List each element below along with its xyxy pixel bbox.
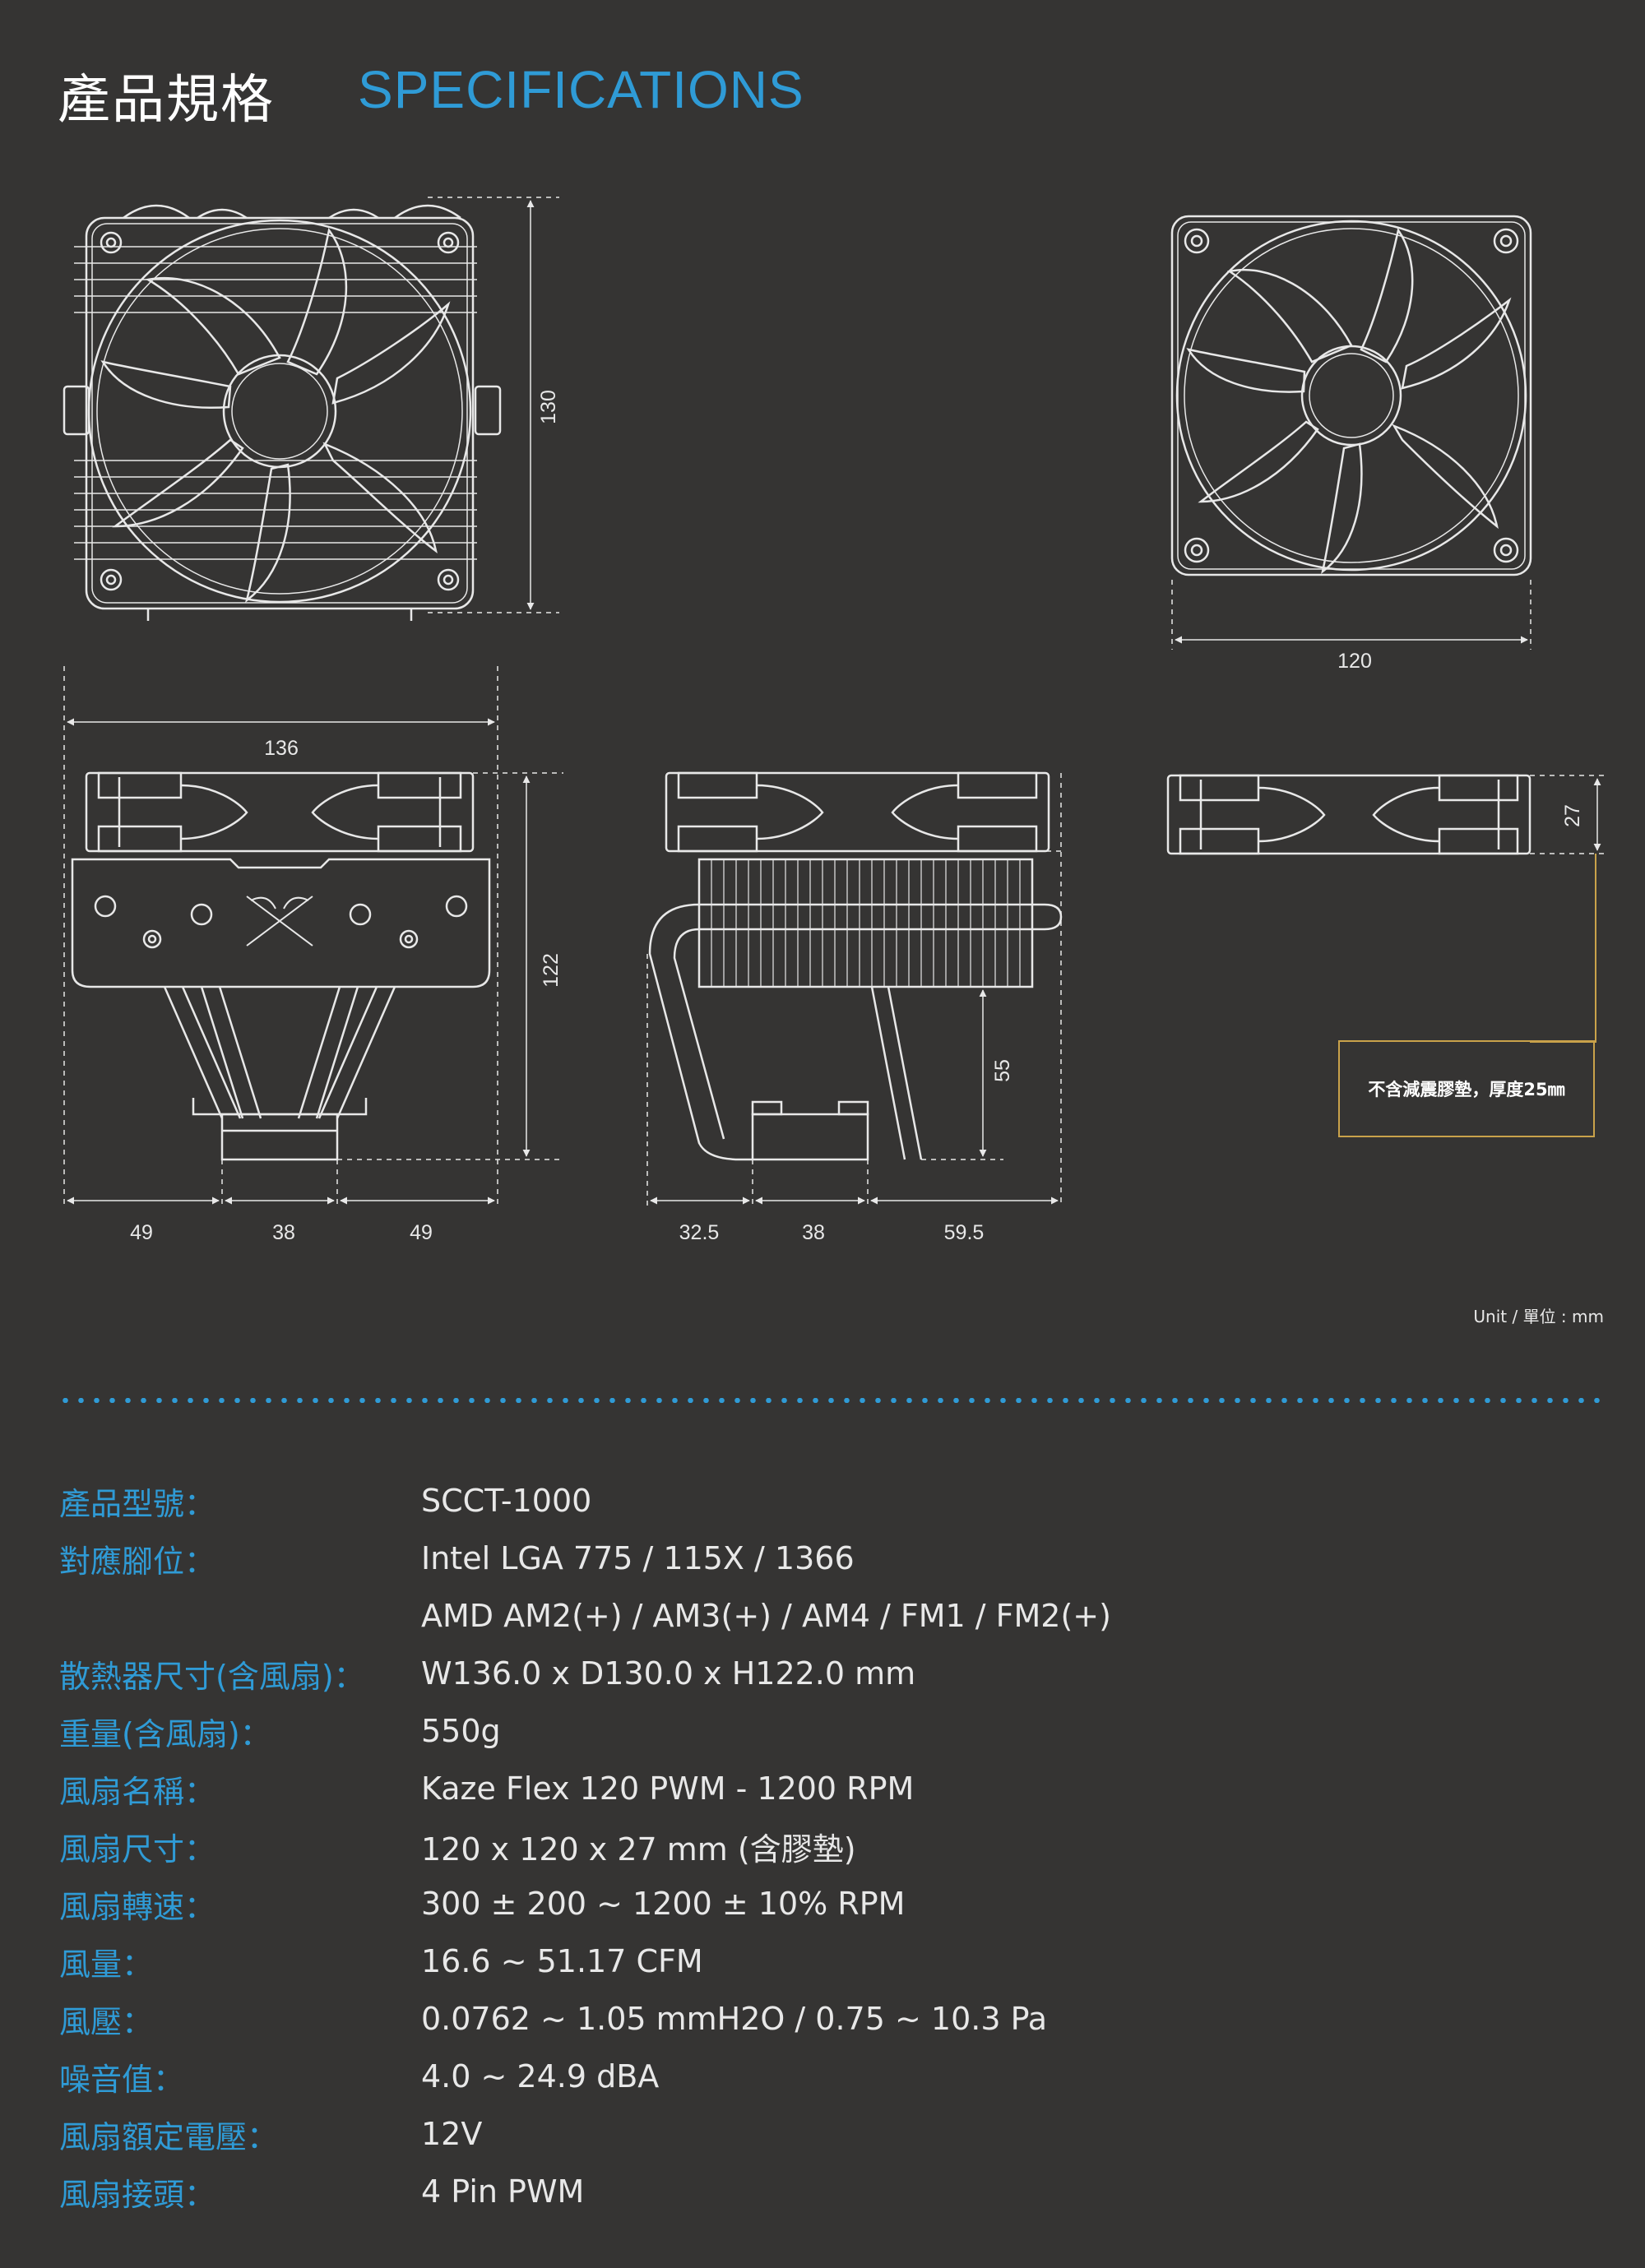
- spec-label: 風扇尺寸：: [59, 1831, 216, 1868]
- spec-row-airflow: 風量： 16.6 ~ 51.17 CFM: [59, 1932, 1111, 1990]
- note-leader-line: [1530, 854, 1596, 1043]
- front-bottom-dimensions: [67, 1159, 495, 1207]
- spec-row-socket-intel: 對應腳位： Intel LGA 775 / 115X / 1366: [59, 1530, 1111, 1587]
- total-width-label: 136: [264, 737, 299, 760]
- spec-value: 16.6 ~ 51.17 CFM: [421, 1943, 703, 1979]
- spec-row-fan-size: 風扇尺寸： 120 x 120 x 27 mm (含膠墊): [59, 1817, 1111, 1875]
- spec-row-fan-name: 風扇名稱： Kaze Flex 120 PWM - 1200 RPM: [59, 1760, 1111, 1817]
- spec-value: 4.0 ~ 24.9 dBA: [421, 2058, 660, 2094]
- fan-front-view-drawing: [1170, 215, 1532, 576]
- fan-thickness-dimension: [1530, 775, 1604, 854]
- scythe-logo-icon: [246, 896, 313, 947]
- fan-blades-top-view: [100, 228, 451, 604]
- spec-table: 產品型號： SCCT-1000 對應腳位： Intel LGA 775 / 11…: [59, 1472, 1111, 2220]
- spec-label: 噪音值：: [59, 2061, 185, 2098]
- spec-label: 風量：: [59, 1946, 154, 1983]
- side-view-drawing: [648, 771, 1063, 1161]
- front-height-dimension: [337, 772, 563, 1160]
- spec-label: 對應腳位：: [59, 1543, 216, 1580]
- side-mid-label: 38: [802, 1221, 825, 1244]
- spec-row-connector: 風扇接頭： 4 Pin PWM: [59, 2163, 1111, 2220]
- damper-note: 不含減震膠墊，厚度25㎜: [1338, 1040, 1595, 1137]
- spec-label: 風扇接頭：: [59, 2176, 216, 2213]
- front-left-label: 49: [130, 1221, 153, 1244]
- fan-thickness-label: 27: [1561, 804, 1584, 827]
- spec-label: 風壓：: [59, 2003, 154, 2040]
- spec-row-noise: 噪音值： 4.0 ~ 24.9 dBA: [59, 2048, 1111, 2105]
- spec-value: 550g: [421, 1713, 501, 1749]
- top-view-drawing: [63, 204, 502, 621]
- spec-value: 4 Pin PWM: [421, 2173, 585, 2210]
- page-title-english: SPECIFICATIONS: [358, 60, 804, 119]
- front-width-dimension: [63, 666, 498, 1207]
- spec-row-model: 產品型號： SCCT-1000: [59, 1472, 1111, 1530]
- unit-note: Unit / 單位 : mm: [1473, 1307, 1604, 1326]
- heatpipes-front: [163, 986, 396, 1119]
- spec-value: Kaze Flex 120 PWM - 1200 RPM: [421, 1770, 915, 1807]
- top-height-label: 130: [537, 390, 560, 424]
- heatsink-fins: [74, 246, 477, 560]
- spec-value: SCCT-1000: [421, 1483, 592, 1519]
- dotted-divider: [58, 1398, 1604, 1403]
- page-title-chinese: 產品規格: [58, 70, 275, 131]
- spec-value: W136.0 x D130.0 x H122.0 mm: [421, 1655, 916, 1692]
- spec-value: AMD AM2(+) / AM3(+) / AM4 / FM1 / FM2(+): [421, 1598, 1111, 1634]
- spec-value: 12V: [421, 2116, 483, 2152]
- fan-width-dimension: [1171, 580, 1531, 650]
- side-dimensions: [646, 773, 1062, 1207]
- side-right-label: 59.5: [944, 1221, 985, 1244]
- spec-row-voltage: 風扇額定電壓： 12V: [59, 2105, 1111, 2163]
- spec-row-socket-amd: AMD AM2(+) / AM3(+) / AM4 / FM1 / FM2(+): [59, 1587, 1111, 1645]
- front-view-drawing: [71, 771, 491, 1161]
- front-height-label: 122: [540, 953, 563, 988]
- fan-side-view-drawing: [1166, 774, 1531, 855]
- front-mid-label: 38: [272, 1221, 295, 1244]
- spec-row-pressure: 風壓： 0.0762 ~ 1.05 mmH2O / 0.75 ~ 10.3 Pa: [59, 1990, 1111, 2048]
- spec-label: 風扇額定電壓：: [59, 2118, 279, 2155]
- fan-blades-front-view: [1186, 227, 1512, 574]
- spec-value: 0.0762 ~ 1.05 mmH2O / 0.75 ~ 10.3 Pa: [421, 2001, 1048, 2037]
- spec-label: 產品型號：: [59, 1485, 216, 1522]
- side-fin-lines: [711, 859, 1021, 987]
- spec-label: 風扇轉速：: [59, 1888, 216, 1925]
- spec-value: 300 ± 200 ~ 1200 ± 10% RPM: [421, 1886, 906, 1922]
- side-clearance-label: 55: [991, 1059, 1014, 1082]
- front-right-label: 49: [410, 1221, 433, 1244]
- top-height-dimension: [428, 197, 559, 613]
- technical-drawings: 130 120 136: [63, 197, 1604, 1244]
- spec-value: 120 x 120 x 27 mm (含膠墊): [421, 1831, 856, 1868]
- spec-label: 重量(含風扇)：: [59, 1715, 271, 1752]
- spec-value: Intel LGA 775 / 115X / 1366: [421, 1540, 855, 1576]
- fan-width-label: 120: [1337, 650, 1372, 673]
- spec-row-weight: 重量(含風扇)： 550g: [59, 1702, 1111, 1760]
- spec-row-dimensions: 散熱器尺寸(含風扇)： W136.0 x D130.0 x H122.0 mm: [59, 1645, 1111, 1702]
- spec-label: 散熱器尺寸(含風扇)：: [59, 1658, 365, 1695]
- spec-label: 風扇名稱：: [59, 1773, 216, 1810]
- spec-row-fan-speed: 風扇轉速： 300 ± 200 ~ 1200 ± 10% RPM: [59, 1875, 1111, 1932]
- side-left-label: 32.5: [679, 1221, 720, 1244]
